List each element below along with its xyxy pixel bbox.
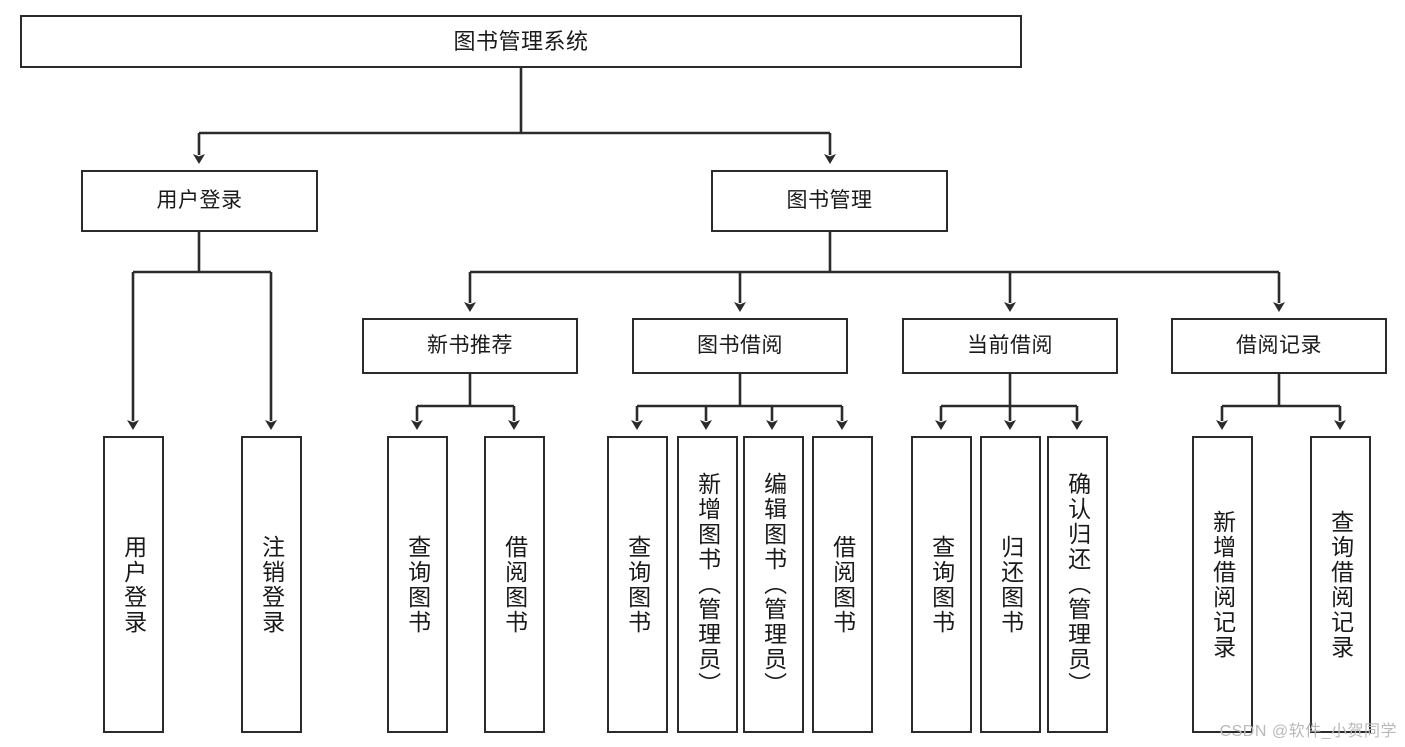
node-user-login[interactable]: 用户登录 — [81, 170, 318, 232]
node-label: 新书推荐 — [427, 333, 513, 357]
leaf-current-borrow-query[interactable]: 查询图书 — [911, 436, 972, 733]
node-current-borrow[interactable]: 当前借阅 — [902, 318, 1118, 374]
leaf-user-login-signout[interactable]: 注销登录 — [241, 436, 302, 733]
leaf-book-borrow-lend[interactable]: 借阅图书 — [812, 436, 873, 733]
node-label: 借阅图书 — [501, 534, 528, 635]
leaf-user-login-signin[interactable]: 用户登录 — [103, 436, 164, 733]
node-label: 当前借阅 — [967, 333, 1053, 357]
node-label: 注销登录 — [258, 534, 285, 635]
node-label: 新增借阅记录 — [1209, 509, 1236, 660]
node-label: 编辑图书（管理员） — [760, 472, 787, 697]
node-label: 确认归还（管理员） — [1064, 472, 1091, 697]
node-label: 归还图书 — [997, 534, 1024, 635]
node-label: 查询图书 — [928, 534, 955, 635]
leaf-borrow-record-query[interactable]: 查询借阅记录 — [1310, 436, 1371, 733]
leaf-book-borrow-add[interactable]: 新增图书（管理员） — [677, 436, 738, 733]
node-root-system[interactable]: 图书管理系统 — [20, 15, 1022, 68]
leaf-current-borrow-return[interactable]: 归还图书 — [980, 436, 1041, 733]
leaf-current-borrow-confirm-return[interactable]: 确认归还（管理员） — [1047, 436, 1108, 733]
node-book-management[interactable]: 图书管理 — [711, 170, 948, 232]
node-book-borrow[interactable]: 图书借阅 — [632, 318, 848, 374]
leaf-book-borrow-query[interactable]: 查询图书 — [607, 436, 668, 733]
node-label: 图书借阅 — [697, 333, 783, 357]
node-label: 查询图书 — [624, 534, 651, 635]
node-borrow-record[interactable]: 借阅记录 — [1171, 318, 1387, 374]
node-label: 图书管理 — [786, 188, 873, 212]
leaf-new-book-query[interactable]: 查询图书 — [387, 436, 448, 733]
leaf-new-book-borrow[interactable]: 借阅图书 — [484, 436, 545, 733]
node-new-book-recommend[interactable]: 新书推荐 — [362, 318, 578, 374]
node-label: 用户登录 — [156, 188, 243, 212]
node-label: 借阅图书 — [829, 534, 856, 635]
node-label: 查询借阅记录 — [1327, 509, 1354, 660]
leaf-book-borrow-edit[interactable]: 编辑图书（管理员） — [743, 436, 804, 733]
node-label: 借阅记录 — [1236, 333, 1322, 357]
node-label: 新增图书（管理员） — [694, 472, 721, 697]
node-label: 用户登录 — [120, 534, 147, 635]
watermark: CSDN @软件_小贺同学 — [1219, 723, 1397, 740]
node-label: 图书管理系统 — [453, 28, 589, 54]
leaf-borrow-record-add[interactable]: 新增借阅记录 — [1192, 436, 1253, 733]
node-label: 查询图书 — [404, 534, 431, 635]
